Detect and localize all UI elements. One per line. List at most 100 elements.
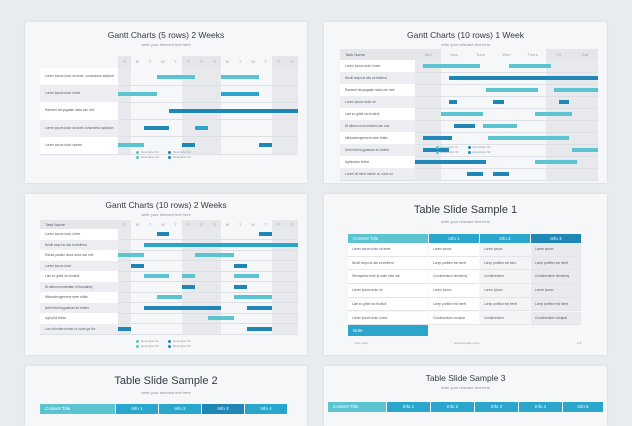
gantt-bar[interactable] xyxy=(535,160,578,164)
table-cell: Lorem ipsum dolor sit xyxy=(348,284,428,298)
gantt-bar[interactable] xyxy=(482,124,517,128)
gantt-bar[interactable] xyxy=(422,64,481,68)
gantt-bar[interactable] xyxy=(118,253,144,258)
slide-gantt-10rows-1week[interactable]: Gantt Charts (10 rows) 1 Week write your… xyxy=(324,22,607,183)
gantt-bar[interactable] xyxy=(558,100,570,104)
slide-title: Table Slide Sample 2 xyxy=(114,375,218,387)
gantt-bar[interactable] xyxy=(415,160,486,164)
gantt-bar[interactable] xyxy=(571,148,598,152)
gantt-bar[interactable] xyxy=(233,295,273,300)
gantt-bar[interactable] xyxy=(246,305,273,310)
gantt-bar[interactable] xyxy=(233,263,247,268)
gantt-bar[interactable] xyxy=(156,295,183,300)
gantt-bar[interactable] xyxy=(220,91,260,96)
weekend-column xyxy=(118,68,131,154)
slide-gantt-5rows-2weeks[interactable]: Gantt Charts (5 rows) 2 Weeks write your… xyxy=(25,22,307,183)
row-divider xyxy=(340,95,598,96)
table-header-cell: Content Title xyxy=(328,402,386,412)
gantt-bar[interactable] xyxy=(233,274,260,279)
gantt-bar[interactable] xyxy=(233,284,247,289)
task-header: Task Name xyxy=(40,220,118,229)
gantt-bar[interactable] xyxy=(493,100,504,104)
table-cell: Lorep porttitor est heret xyxy=(531,297,581,312)
gantt-bar[interactable] xyxy=(143,305,221,310)
gantt-bar[interactable] xyxy=(259,232,273,237)
slide-table-sample-1[interactable]: Table Slide Sample 1 write your relevant… xyxy=(324,194,607,355)
table-cell: Liae eu gibbt ino thobicit xyxy=(348,297,428,312)
gantt-bar[interactable] xyxy=(454,124,476,128)
legend-label: Descriptor 04 xyxy=(472,150,491,154)
gantt-bar[interactable] xyxy=(118,91,157,96)
slide-subtitle: write your relevant text here xyxy=(440,385,491,390)
task-name: Raesa pariatu ulaus deca van mht xyxy=(40,250,118,261)
legend-item: Descriptor 01 xyxy=(435,145,459,149)
gantt-bar[interactable] xyxy=(182,143,196,148)
table-cell: Sterrapietur tedir at daler nibe dat xyxy=(348,270,428,285)
gantt-bar[interactable] xyxy=(448,76,598,80)
table-cell: Lorep porttitor est heret xyxy=(531,256,581,271)
footer-page: 1/4 xyxy=(577,341,582,345)
gantt-bar[interactable] xyxy=(130,263,144,268)
gantt-bar[interactable] xyxy=(156,232,170,237)
gantt-bar[interactable] xyxy=(485,88,538,92)
gantt-bar[interactable] xyxy=(118,143,144,148)
table-cell: Lorep porttitor est heret xyxy=(480,297,530,312)
task-name: Lorem ipsum dolor sit amet consectetur a… xyxy=(40,119,118,137)
task-name: Raesent hecysgaate dada van mht xyxy=(40,102,118,120)
gantt-bar[interactable] xyxy=(441,112,483,116)
day-header: T xyxy=(148,222,152,227)
day-header: T xyxy=(174,222,178,227)
gantt-bar[interactable] xyxy=(509,64,551,68)
gantt-bar[interactable] xyxy=(467,172,483,176)
legend-swatch xyxy=(136,344,139,348)
gantt-bar[interactable] xyxy=(422,136,452,140)
note-cell: Note xyxy=(348,325,428,337)
gantt-bar[interactable] xyxy=(143,274,170,279)
gantt-bar[interactable] xyxy=(182,284,196,289)
gantt-bar[interactable] xyxy=(195,126,208,131)
legend-swatch xyxy=(168,344,171,348)
table-header-cell: Info 3 xyxy=(475,402,518,412)
gantt-bar[interactable] xyxy=(118,326,131,331)
slide-subtitle: write your relevant text here xyxy=(141,42,191,47)
gantt-bar[interactable] xyxy=(553,88,598,92)
task-name: Lorem ipsum dolor laorem xyxy=(40,136,118,154)
gantt-bar[interactable] xyxy=(169,109,298,113)
weekend-column xyxy=(285,229,298,334)
slide-table-sample-3[interactable]: Table Slide Sample 3 write your relevant… xyxy=(324,366,607,426)
legend-label: Descriptor 01 xyxy=(440,145,459,149)
gantt-bar[interactable] xyxy=(493,172,510,176)
gantt-bar[interactable] xyxy=(195,253,234,258)
table-header-cell: Info 3 xyxy=(202,404,244,414)
slide-table-sample-2[interactable]: Table Slide Sample 2 write your relevant… xyxy=(25,366,307,426)
gantt-bar[interactable] xyxy=(488,136,570,140)
gantt-bar[interactable] xyxy=(143,126,170,131)
legend-item: Descriptor 04 xyxy=(168,344,191,348)
gantt-bar[interactable] xyxy=(220,74,260,79)
day-header: W xyxy=(161,59,165,64)
task-name: Raesent hecysgaate dada van mht xyxy=(340,84,415,96)
day-header: T xyxy=(238,222,242,227)
row-divider xyxy=(40,101,298,103)
row-divider xyxy=(340,71,598,72)
legend-swatch xyxy=(467,145,471,149)
table-header-cell: Info 1 xyxy=(429,234,479,243)
task-name: Liae eu gibbt ino thobicit xyxy=(40,271,118,282)
gantt-bar[interactable] xyxy=(246,326,273,331)
gantt-bar[interactable] xyxy=(259,143,273,148)
gantt-bar[interactable] xyxy=(182,274,196,279)
gantt-bar[interactable] xyxy=(208,316,234,321)
row-divider xyxy=(340,131,598,132)
gantt-bar[interactable] xyxy=(156,74,196,79)
day-header: Sun xyxy=(415,49,442,60)
task-name: Lorem ipsum dolor lorem xyxy=(40,85,118,103)
slide-gantt-10rows-2weeks[interactable]: Gantt Charts (10 rows) 2 Weeks write you… xyxy=(25,194,307,355)
task-name: Lorem ipsum dolor lorem xyxy=(340,60,415,72)
task-name: Lorem ipsum dolor xyxy=(40,260,118,271)
gantt-bar[interactable] xyxy=(535,112,572,116)
table-header-cell: Content Title xyxy=(348,234,428,243)
footer-url[interactable]: www.company.com xyxy=(454,341,480,345)
gantt-bar[interactable] xyxy=(143,242,298,247)
gantt-bar[interactable] xyxy=(422,148,449,152)
gantt-bar[interactable] xyxy=(448,100,457,104)
